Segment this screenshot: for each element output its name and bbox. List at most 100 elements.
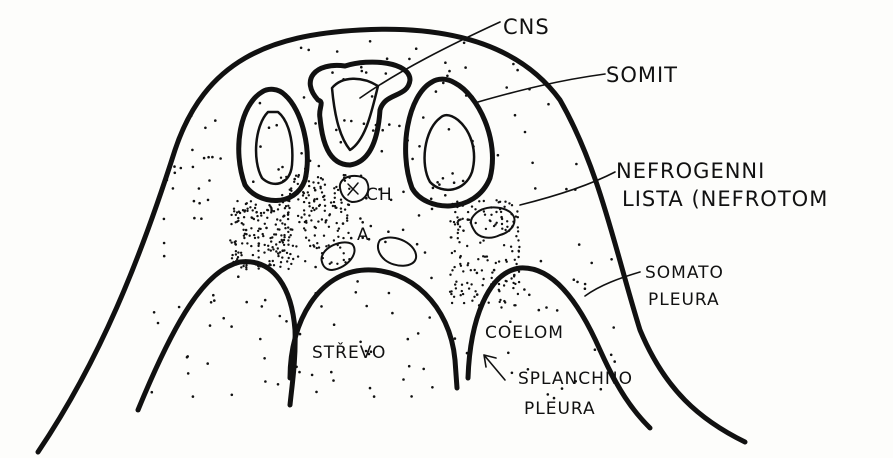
stipple-dot [381,150,384,153]
stipple-dot [300,152,303,155]
stipple-dot [302,194,304,196]
stipple-dot [466,245,468,247]
stipple-dot [307,191,309,193]
stipple-dot [506,226,508,228]
stipple-dot [158,150,161,153]
stipple-dot [481,269,483,271]
stipple-dot [180,167,183,170]
stipple-dot [436,181,439,184]
stipple-dot [505,259,507,261]
stipple-dot [330,261,332,263]
stipple-dot [261,305,264,308]
stipple-dot [319,186,321,188]
stipple-dot [233,208,235,210]
stipple-dot [484,214,486,216]
stipple-dot [284,223,286,225]
stipple-dot [288,257,290,259]
stipple-dot [410,395,413,398]
stipple-dot [315,207,317,209]
stipple-dot [290,187,292,189]
stipple-dot [317,182,319,184]
stipple-dot [314,226,316,228]
stipple-dot [163,242,166,245]
stipple-dot [451,172,454,175]
stipple-dot [198,187,201,190]
stipple-dot [457,223,459,225]
stipple-dot [252,254,254,256]
stipple-dot [267,248,269,250]
stipple-dot [468,287,470,289]
stipple-dot [531,162,534,165]
stipple-dot [474,290,476,292]
stipple-dot [287,244,289,246]
stipple-dot [264,244,266,246]
stipple-dot [228,39,231,42]
stipple-dot [245,229,248,232]
stipple-dot [263,251,265,253]
stipple-dot [411,158,414,161]
stipple-dot [303,227,305,229]
stipple-dot [479,242,481,244]
stipple-dot [203,157,206,160]
stipple-dot [299,333,302,336]
stipple-dot [398,125,401,128]
stipple-dot [467,211,469,213]
stipple-dot [518,281,520,283]
stipple-dot [239,212,241,214]
stipple-dot [288,207,290,209]
stipple-dot [343,252,345,254]
stipple-dot [451,302,453,304]
stipple-dot [235,250,237,252]
stipple-dot [303,192,305,194]
stipple-dot [388,292,391,295]
stipple-dot [279,266,281,268]
stipple-dot [268,204,270,206]
stipple-dot [156,47,159,50]
stipple-dot [510,246,512,248]
stipple-dot [495,211,497,213]
stipple-dot [503,284,505,286]
stipple-dot [450,293,452,295]
stipple-dot [243,235,245,237]
stipple-dot [499,201,501,203]
stipple-dot [483,210,485,212]
stipple-dot [448,70,451,73]
stipple-dot [449,274,451,276]
stipple-dot [547,103,550,106]
stipple-dot [281,240,283,242]
stipple-dot [313,199,315,201]
stipple-dot [451,269,453,271]
stipple-dot [361,221,364,224]
stipple-dot [457,229,459,231]
stipple-dot [308,214,310,216]
stipple-dot [500,306,502,308]
stipple-dot [250,200,252,202]
stipple-dot [321,191,323,193]
stipple-dot [511,250,513,252]
stipple-dot [283,244,285,246]
stipple-dot [258,228,260,230]
stipple-dot [347,232,349,234]
stipple-dot [415,47,418,50]
stipple-dot [304,260,306,262]
stipple-dot [281,222,283,224]
stipple-dot [470,269,472,271]
stipple-dot [517,239,519,241]
stipple-dot [212,294,215,297]
stipple-dot [448,128,451,131]
stipple-dot [287,226,289,228]
stipple-dot [172,187,175,190]
stipple-dot [233,57,236,60]
stipple-dot [361,70,364,73]
gut-roof [290,270,457,388]
stipple-dot [461,284,463,286]
label-somato: SOMATO [645,263,724,283]
stipple-dot [279,315,282,318]
stipple-dot [315,391,318,394]
stipple-dot [314,189,317,192]
stipple-dot [188,46,191,49]
stipple-dot [557,49,560,52]
stipple-dot [442,177,445,180]
stipple-dot [266,217,268,219]
stipple-dot [187,372,190,375]
